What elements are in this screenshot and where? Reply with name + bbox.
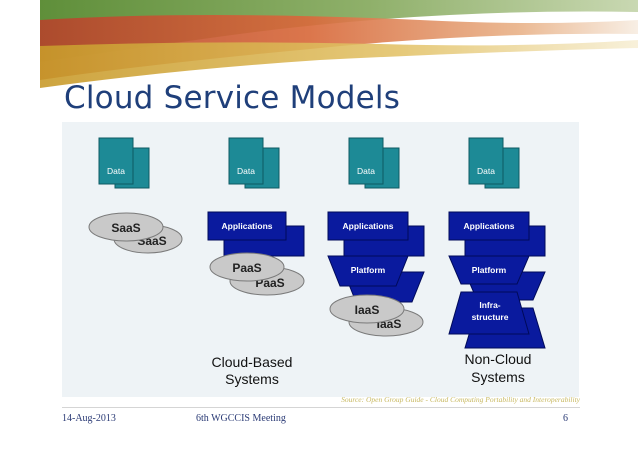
footer-meeting: 6th WGCCIS Meeting: [196, 413, 286, 424]
header-banner: [0, 0, 638, 90]
data-label: Data: [107, 166, 125, 176]
applications-label: Applications: [342, 221, 393, 231]
data-box: [468, 137, 504, 185]
saas-bubble: [88, 212, 164, 242]
applications-layer: [207, 211, 287, 241]
page-number: 6: [563, 413, 568, 424]
platform-layer: [327, 255, 409, 287]
applications-layer: [448, 211, 530, 241]
data-box: [348, 137, 384, 185]
platform-label: Platform: [472, 265, 507, 275]
footer-divider: [62, 407, 580, 408]
platform-label: Platform: [351, 265, 386, 275]
column-non-cloud: Data Applications Platform Infra- struct…: [448, 137, 546, 349]
data-label: Data: [357, 166, 375, 176]
slide-title: Cloud Service Models: [64, 80, 401, 116]
data-label: Data: [477, 166, 495, 176]
paas-bubble: [209, 252, 285, 282]
cloud-based-caption-line2: Systems: [225, 371, 279, 387]
source-note: Source: Open Group Guide - Cloud Computi…: [341, 395, 580, 404]
saas-label: SaaS: [111, 221, 140, 235]
applications-label: Applications: [221, 221, 272, 231]
column-saas: Data SaaS SaaS: [88, 137, 183, 254]
footer-date: 14-Aug-2013: [62, 413, 116, 424]
non-cloud-caption-line1: Non-Cloud: [465, 351, 532, 367]
applications-label: Applications: [463, 221, 514, 231]
infrastructure-label-2: structure: [472, 312, 509, 322]
column-paas: Data Applications PaaS PaaS: [207, 137, 305, 296]
iaas-bubble: [329, 294, 405, 324]
infrastructure-layer: [448, 291, 530, 335]
non-cloud-caption-line2: Systems: [471, 369, 525, 385]
cloud-based-caption-line1: Cloud-Based: [212, 354, 293, 370]
data-box: [228, 137, 264, 185]
applications-layer: [327, 211, 409, 241]
infrastructure-label-1: Infra-: [479, 300, 500, 310]
column-iaas: Data Applications Platform IaaS IaaS: [327, 137, 425, 337]
platform-layer: [448, 255, 530, 285]
iaas-label: IaaS: [355, 303, 380, 317]
data-label: Data: [237, 166, 255, 176]
data-box: [98, 137, 134, 185]
cloud-service-models-diagram: Data SaaS SaaS Data Applications PaaS Pa…: [88, 137, 546, 387]
paas-label: PaaS: [232, 261, 261, 275]
